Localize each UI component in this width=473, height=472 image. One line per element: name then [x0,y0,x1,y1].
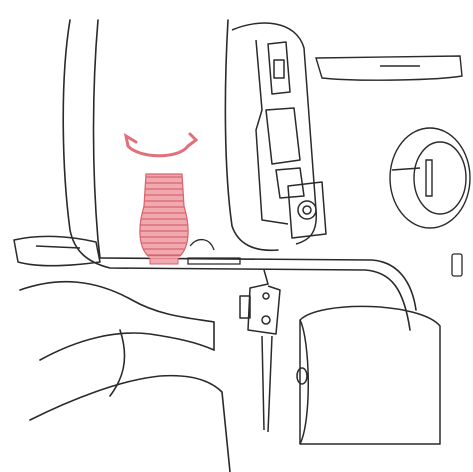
needle-bar-housing [232,23,326,244]
spool-base [188,240,240,264]
thread-spool-highlight [140,174,188,264]
left-lever [14,236,100,265]
hand [20,282,230,472]
free-arm [297,306,440,444]
top-cover [316,56,462,80]
side-button [452,254,462,276]
hand-wheel [390,128,470,228]
presser-foot-assembly [240,270,280,432]
curved-double-arrow-icon [126,134,196,156]
thread-screw-icon [140,174,188,256]
machine-head-outline [63,20,416,330]
